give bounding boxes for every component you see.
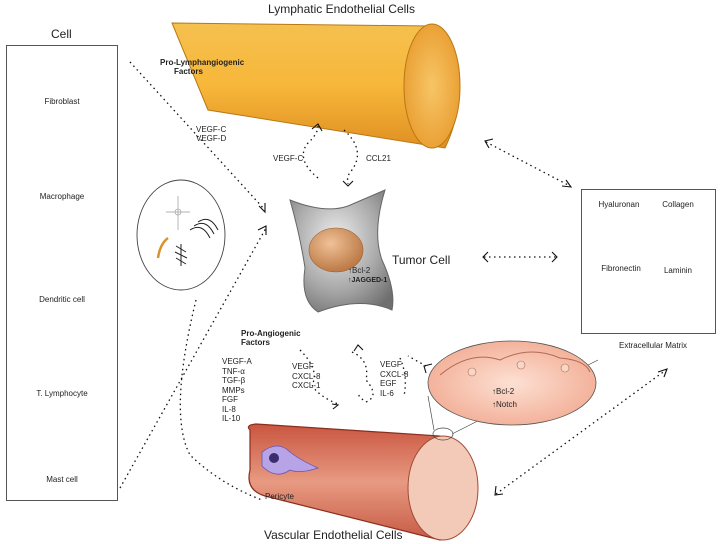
cell-label-macrophage: Macrophage	[39, 192, 85, 201]
loop-vegf-c-label: VEGF-C	[273, 154, 304, 163]
pericyte-label: Pericyte	[265, 492, 294, 501]
angio-factor-list: VEGF-A TNF-α TGF-β MMPs FGF IL-8 IL-10	[222, 357, 252, 424]
tumor-cell	[289, 189, 394, 313]
angio-factor: IL-10	[222, 414, 241, 423]
angio-factor: TGF-β	[222, 376, 246, 385]
up-arrow-icon: ↑	[492, 387, 496, 396]
cell-label-t-lymphocyte: T. Lymphocyte	[36, 389, 88, 398]
ecm-label-laminin: Laminin	[663, 266, 692, 275]
ecm-label-hyaluronan: Hyaluronan	[598, 200, 640, 209]
angio-factor: IL-8	[222, 404, 236, 414]
ecm-mini-circle	[136, 179, 226, 291]
blood-vessel	[247, 423, 479, 541]
endothelial-marker-notch: ↑Notch	[492, 400, 517, 409]
tumor-cell-label: Tumor Cell	[392, 253, 451, 267]
factor-label: CXCL-1	[292, 381, 321, 390]
pericyte-icon	[261, 445, 320, 475]
angio-heading-line1: Pro-Angiogenic	[241, 329, 301, 338]
angio-heading-line2: Factors	[241, 338, 270, 347]
loop-ccl21-label: CCL21	[366, 154, 391, 163]
cell-label-dendritic: Dendritic cell	[39, 295, 85, 304]
vessel-to-tumor-factors: VEGF CXCL-8 EGF IL-6	[380, 360, 408, 398]
factor-label: CXCL-8	[380, 369, 409, 379]
up-arrow-icon: ↑	[492, 400, 496, 409]
factor-label: CXCL-8	[292, 371, 321, 381]
factor-label: VEGF	[292, 362, 314, 371]
up-arrow-icon: ↑	[348, 277, 352, 284]
lymph-heading-line1: Pro-Lymphangiogenic	[160, 58, 245, 67]
cell-panel-title: Cell	[51, 27, 72, 41]
angio-factor: VEGF-A	[222, 357, 252, 366]
ecm-label-fibronectin: Fibronectin	[601, 264, 641, 273]
vegf-c-label: VEGF-C	[196, 125, 227, 134]
vascular-title: Vascular Endothelial Cells	[264, 528, 403, 542]
tumor-marker-bcl2: ↑Bcl-2	[348, 266, 371, 275]
tumor-to-vessel-factors: VEGF CXCL-8 CXCL-1	[292, 362, 320, 391]
up-arrow-icon: ↑	[348, 266, 352, 275]
factor-label: VEGF	[380, 360, 402, 369]
ecm-title: Extracellular Matrix	[619, 341, 688, 350]
angio-factor: TNF-α	[222, 366, 245, 376]
endothelium-zoom	[427, 340, 599, 441]
cell-label-mast-cell: Mast cell	[46, 475, 78, 484]
lymph-heading-line2: Factors	[174, 67, 203, 76]
vegf-d-label: VEGF-D	[196, 134, 227, 143]
lymphatic-title: Lymphatic Endothelial Cells	[268, 2, 415, 16]
cell-label-fibroblast: Fibroblast	[44, 97, 80, 106]
ecm-panel	[581, 189, 716, 334]
arrow-heads	[257, 123, 668, 496]
angio-factor: FGF	[222, 395, 238, 404]
endothelial-marker-bcl2: ↑Bcl-2	[492, 387, 515, 396]
angio-factor: MMPs	[222, 385, 245, 395]
factor-label: IL-6	[380, 388, 394, 398]
interaction-arrows	[119, 61, 667, 501]
cell-panel	[6, 45, 118, 501]
ecm-label-collagen: Collagen	[662, 200, 694, 209]
tumor-marker-jagged1: ↑JAGGED-1	[348, 277, 388, 284]
lymphatic-vessel	[171, 22, 461, 149]
factor-label: EGF	[380, 379, 397, 388]
